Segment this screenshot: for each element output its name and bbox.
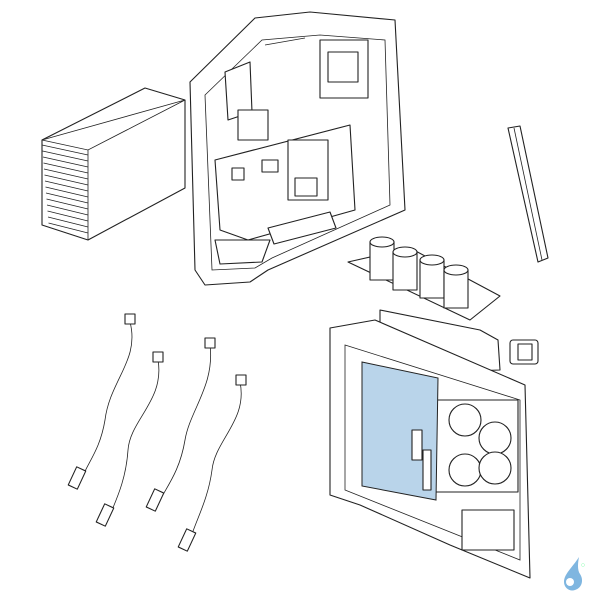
heat-sink-fin xyxy=(47,210,89,222)
heat-sink-fin xyxy=(44,180,89,192)
heat-sink-fin xyxy=(44,174,89,186)
heat-sink-fin xyxy=(46,198,89,210)
water-drop-icon xyxy=(564,557,585,591)
control-box-front xyxy=(189,11,406,286)
heat-sink-fin xyxy=(47,216,89,228)
heat-sink-fin xyxy=(48,222,89,234)
heat-sink-fin xyxy=(45,192,89,204)
capacitor xyxy=(369,236,395,281)
heat-sink-fin xyxy=(41,144,89,156)
control-pcb xyxy=(361,361,439,501)
capacitor xyxy=(419,254,445,299)
capacitor xyxy=(392,246,418,291)
heat-sink-fin xyxy=(42,156,89,168)
heat-sink xyxy=(41,87,186,241)
heat-sink-fin xyxy=(42,150,89,162)
heat-sink-fin xyxy=(43,162,89,174)
heat-sink-fin xyxy=(46,204,89,216)
heat-sink-fin xyxy=(45,186,89,198)
mounting-bracket xyxy=(507,125,549,263)
sensor-probes xyxy=(67,313,247,552)
capacitor xyxy=(443,264,469,309)
heat-sink-fin xyxy=(43,168,89,180)
connector xyxy=(509,339,539,365)
capacitor-board xyxy=(347,236,501,321)
